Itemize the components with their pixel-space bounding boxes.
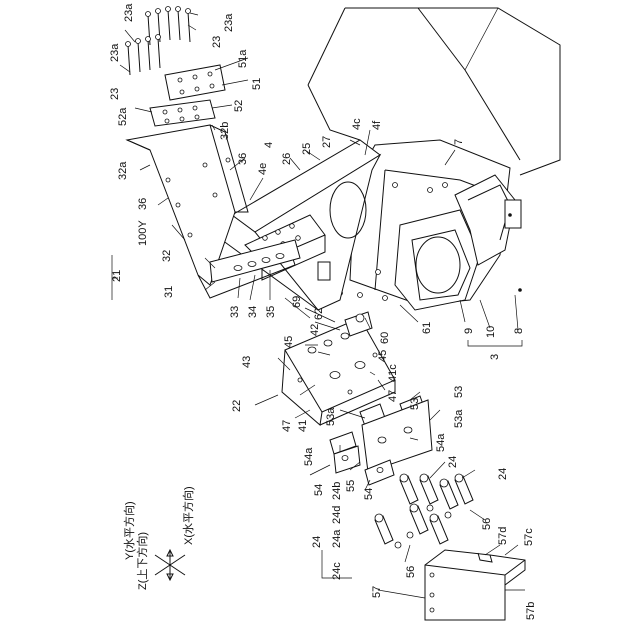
plate-51 bbox=[165, 65, 225, 100]
label-56-b: 56 bbox=[405, 566, 417, 578]
label-22: 22 bbox=[231, 400, 243, 412]
label-35: 35 bbox=[265, 306, 277, 318]
label-54-b: 54 bbox=[363, 488, 375, 500]
label-51a: 51a bbox=[237, 49, 249, 68]
label-54a-b: 54a bbox=[435, 433, 447, 452]
label-60: 60 bbox=[379, 332, 391, 344]
label-62: 62 bbox=[313, 308, 325, 320]
label-3: 3 bbox=[489, 354, 501, 360]
label-24a: 24a bbox=[331, 529, 343, 548]
label-23a-left: 23a bbox=[109, 43, 121, 62]
label-4c: 4c bbox=[351, 118, 363, 130]
label-43: 43 bbox=[241, 356, 253, 368]
axis-x-label: X(水平方向) bbox=[181, 486, 195, 545]
label-24c: 24c bbox=[331, 562, 343, 580]
label-21: 21 bbox=[111, 270, 123, 282]
label-23a-right: 23a bbox=[223, 13, 235, 32]
label-54-a: 54 bbox=[313, 484, 325, 496]
label-100Y: 100Y bbox=[137, 220, 149, 246]
label-32b: 32b bbox=[219, 122, 231, 140]
label-54a-a: 54a bbox=[303, 447, 315, 466]
label-47b: 47 bbox=[281, 420, 293, 432]
label-4: 4 bbox=[263, 142, 275, 148]
label-36a: 36 bbox=[237, 153, 249, 165]
label-41c: 41c bbox=[387, 364, 399, 382]
label-24-b: 24 bbox=[497, 468, 509, 480]
label-25: 25 bbox=[301, 143, 313, 155]
label-4e: 4e bbox=[257, 163, 269, 175]
label-27: 27 bbox=[321, 136, 333, 148]
label-26: 26 bbox=[281, 153, 293, 165]
label-57c: 57c bbox=[523, 528, 535, 546]
label-36b: 36 bbox=[137, 198, 149, 210]
label-10: 10 bbox=[485, 326, 497, 338]
label-7: 7 bbox=[453, 139, 465, 145]
axis-indicator bbox=[155, 550, 185, 580]
label-51: 51 bbox=[251, 78, 263, 90]
label-4f: 4f bbox=[371, 120, 383, 130]
label-32a: 32a bbox=[117, 161, 129, 180]
label-69: 69 bbox=[291, 296, 303, 308]
cover-57 bbox=[425, 550, 525, 620]
label-56-a: 56 bbox=[481, 518, 493, 530]
screws-23 bbox=[126, 7, 191, 76]
label-24d: 24d bbox=[331, 506, 343, 524]
label-45b: 45 bbox=[377, 350, 389, 362]
label-57: 57 bbox=[371, 586, 383, 598]
label-23-left: 23 bbox=[109, 88, 121, 100]
label-41: 41 bbox=[297, 420, 309, 432]
label-57d: 57d bbox=[497, 527, 509, 545]
label-32: 32 bbox=[161, 250, 173, 262]
plate-52 bbox=[150, 100, 215, 126]
label-23a-top: 23a bbox=[123, 3, 135, 22]
label-24-c: 24 bbox=[311, 536, 323, 548]
label-34: 34 bbox=[247, 306, 259, 318]
label-9: 9 bbox=[463, 328, 475, 334]
bracket-3-line bbox=[468, 340, 522, 346]
label-52a: 52a bbox=[117, 107, 129, 126]
axis-z-label: Z(上下方向) bbox=[135, 532, 149, 590]
label-24b: 24b bbox=[331, 482, 343, 500]
label-33: 33 bbox=[229, 306, 241, 318]
label-61: 61 bbox=[421, 322, 433, 334]
label-31: 31 bbox=[163, 286, 175, 298]
label-53a: 53 bbox=[409, 398, 421, 410]
bracket-53 bbox=[360, 396, 432, 472]
label-8: 8 bbox=[513, 328, 525, 334]
label-57b: 57b bbox=[525, 602, 537, 620]
label-52: 52 bbox=[233, 100, 245, 112]
label-53a-a: 53a bbox=[325, 407, 337, 426]
label-45a: 45 bbox=[283, 336, 295, 348]
label-42: 42 bbox=[309, 324, 321, 336]
label-47a: 47 bbox=[387, 390, 399, 402]
label-53a-b: 53a bbox=[453, 409, 465, 428]
label-23-right: 23 bbox=[211, 36, 223, 48]
bolts-24 bbox=[375, 474, 473, 544]
label-53b: 53 bbox=[453, 386, 465, 398]
label-24-a: 24 bbox=[447, 456, 459, 468]
axis-y-label: Y(水平方向) bbox=[122, 501, 136, 560]
label-55: 55 bbox=[345, 480, 357, 492]
